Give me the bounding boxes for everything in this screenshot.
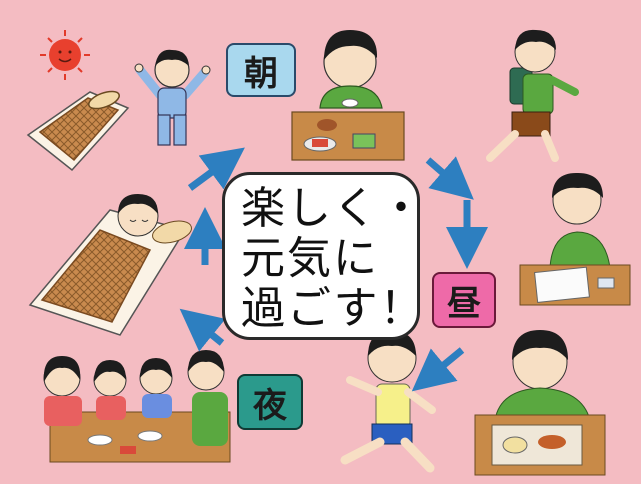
label-noon: 昼 [432, 272, 496, 328]
arrow-from-noon [411, 347, 465, 392]
center-line-3: 過ごす！ [241, 283, 426, 334]
child-studying [519, 172, 631, 306]
label-morning: 朝 [226, 43, 296, 97]
child-waking-up [134, 49, 211, 146]
arrow-from-morning [425, 156, 474, 200]
center-line-2: 元気に [241, 233, 379, 284]
futon-empty [26, 90, 130, 172]
center-line-1: 楽しく・ [241, 183, 425, 234]
label-night: 夜 [237, 374, 303, 430]
child-walking-to-school [486, 29, 579, 162]
label-morning-text: 朝 [244, 53, 278, 94]
child-eating-breakfast [291, 30, 405, 161]
child-sleeping [28, 194, 192, 336]
label-noon-text: 昼 [447, 283, 481, 324]
label-night-text: 夜 [253, 385, 287, 426]
cycle-arrows [179, 147, 488, 392]
child-eating-lunch [474, 330, 606, 476]
arrow-from-night [179, 308, 226, 352]
sun-icon [40, 30, 90, 80]
family-dinner [43, 350, 231, 463]
center-message-box: 楽しく・ 元気に 過ごす！ [222, 172, 423, 340]
child-running [340, 330, 436, 473]
arrow-to-morning [187, 147, 245, 191]
